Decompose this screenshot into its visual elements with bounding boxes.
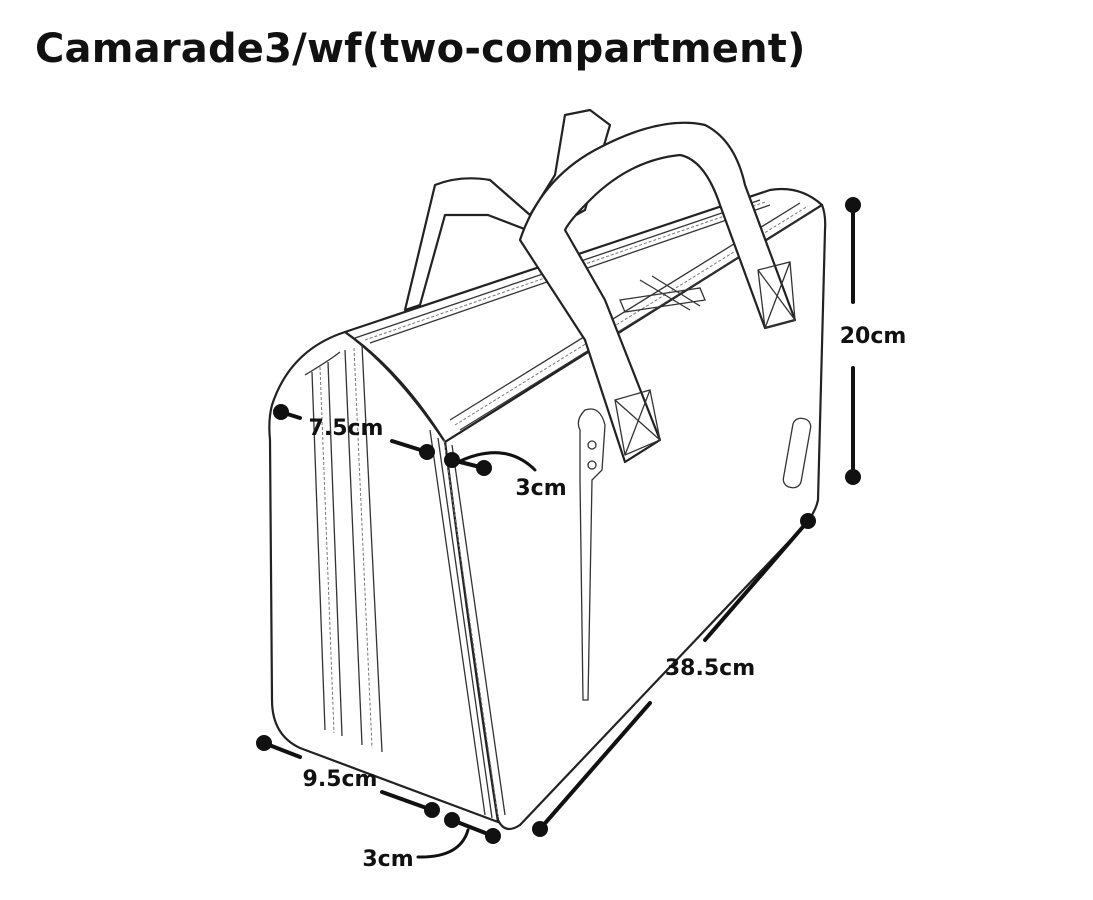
top-gusset-label: 3cm — [515, 476, 566, 501]
dimension-bottom-depth: 9.5cm — [256, 735, 440, 818]
bag-illustration — [268, 108, 827, 831]
logo-patch — [782, 417, 812, 489]
bottom-gusset-label: 3cm — [362, 847, 413, 872]
dimension-top-gusset: 3cm — [444, 451, 567, 501]
dimension-top-depth: 7.5cm — [273, 404, 435, 460]
height-label: 20cm — [840, 324, 907, 349]
width-label: 38.5cm — [665, 656, 755, 681]
dimension-bottom-gusset: 3cm — [362, 812, 501, 872]
dimension-width: 38.5cm — [532, 513, 816, 837]
top-depth-label: 7.5cm — [309, 416, 384, 441]
page-title: Camarade3/wf(two-compartment) — [35, 26, 806, 72]
back-handle — [403, 108, 612, 312]
bottom-depth-label: 9.5cm — [303, 767, 378, 792]
dimension-height: 20cm — [840, 197, 907, 485]
